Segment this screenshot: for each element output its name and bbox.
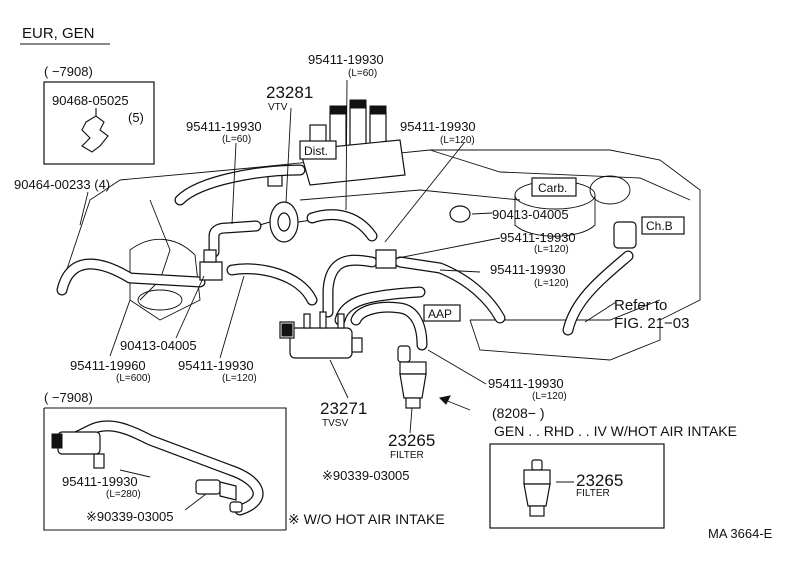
inset-lr-title: GEN . . RHD . . IV W/HOT AIR INTAKE [494,423,737,439]
refer-line-1: Refer to [614,297,667,314]
hose-mid-low-len: (L=120) [222,373,257,384]
inset-upper-qty: (5) [128,110,144,125]
hose-mid-low-label: 95411-19930 [178,358,254,373]
hose-r2-len: (L=120) [534,278,569,289]
inset-lr-part-name: FILTER [576,488,610,499]
inset-upper-clip: ( −7908) 90468-05025 (5) [43,64,155,165]
inset-lower-left: ( −7908) 95411-19930 (L=280) ※90339-0300… [43,390,287,531]
footnote: ※ W/O HOT AIR INTAKE [288,511,445,527]
inset-upper-frame [43,81,155,165]
union-left [199,249,223,281]
aap-label: AAP [428,307,452,321]
inset-upper-part-number: 90468-05025 [52,93,129,108]
inset-ll-hose: 95411-19930 [62,474,138,489]
filter-main [397,345,427,409]
tvsv-name: TVSV [322,418,348,429]
inset-ll-filter-note: ※90339-03005 [86,509,174,524]
hose-r2-label: 95411-19930 [490,262,566,277]
hose-left-low-label: 95411-19960 [70,358,146,373]
vtv-valve [255,171,313,243]
hose-right-upper-label: 95411-19930 [400,119,476,134]
figure-code: MA 3664-E [708,526,773,541]
leader-lines [79,79,617,434]
distributor: Dist. [299,99,406,186]
hose-filter-label: 95411-19930 [488,376,564,391]
filter-number: 23265 [388,431,435,450]
vtv-name: VTV [268,102,288,113]
inset-ll-hose-len: (L=280) [106,489,141,500]
union-left-label: 90413-04005 [120,338,197,353]
chb-tag [641,216,685,235]
chb-label: Ch.B [646,219,673,233]
hose-vtv-left-label: 95411-19930 [186,119,262,134]
region-title: EUR, GEN [22,25,95,42]
inset-upper-range: ( −7908) [44,64,93,79]
filter-name: FILTER [390,450,424,461]
hose-top-label: 95411-19930 [308,52,384,67]
carb-tag [531,177,577,197]
union-right-label: 90413-04005 [492,207,569,222]
tvsv-valve [279,311,363,359]
inset-lr-filter-icon [523,459,551,517]
hose-r1-label: 95411-19930 [500,230,576,245]
aap-tag [423,304,461,322]
clip-label: 90464-00233 (4) [14,177,110,192]
dist-tag [299,140,337,160]
inset-lr-frame [489,443,665,529]
inset-lower-right: (8208− ) GEN . . RHD . . IV W/HOT AIR IN… [489,405,737,529]
refer-line-2: FIG. 21−03 [614,315,689,332]
hose-filter-len: (L=120) [532,391,567,402]
dist-label: Dist. [304,144,328,158]
inset-lr-range: (8208− ) [492,405,545,421]
clip-icon [81,108,109,153]
hose-network [56,164,634,351]
hose-right-upper-len: (L=120) [440,135,475,146]
inset-ll-tvsv [57,431,101,455]
filter-note: ※90339-03005 [322,468,410,483]
tvsv-number: 23271 [320,399,367,418]
inset-ll-filter [195,479,243,513]
inset-ll-range: ( −7908) [44,390,93,405]
hose-vtv-left-len: (L=60) [222,134,251,145]
vtv-number: 23281 [266,83,313,102]
inset-lr-part-number: 23265 [576,471,623,490]
hose-left-low-len: (L=600) [116,373,151,384]
carb-label: Carb. [538,181,567,195]
hose-r1-len: (L=120) [534,244,569,255]
union-right [375,205,471,269]
hose-top-len: (L=60) [348,68,377,79]
check-valve-b: Ch.B [613,216,685,249]
